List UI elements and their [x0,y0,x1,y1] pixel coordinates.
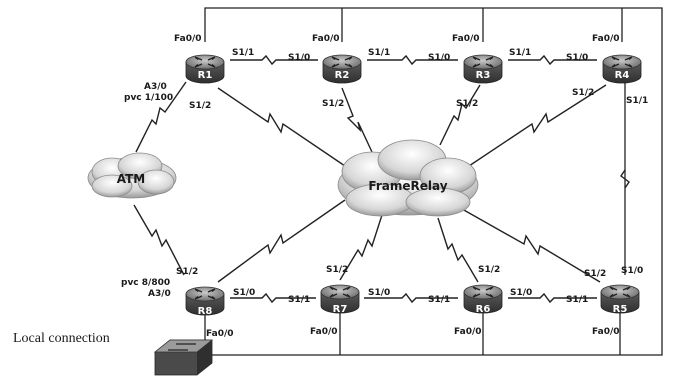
r8-s10-label: S1/0 [233,288,255,298]
interface-labels: Fa0/0 S1/1 A3/0 pvc 1/100 S1/2 Fa0/0 S1/… [121,34,648,339]
ethernet-links [200,7,663,356]
atm-cloud-label: ATM [117,172,145,186]
r2-s12-label: S1/2 [322,99,344,109]
r7-fa00-label: Fa0/0 [310,327,338,337]
r7-s12-label: S1/2 [326,265,348,275]
router-r1-label: R1 [198,70,213,81]
r6-r5-serial-link [508,292,597,304]
r2-r3-serial-link [367,54,458,66]
r6-framerelay-link [437,217,479,283]
router-r1[interactable]: R1 [185,54,225,84]
r4-s10-label: S1/0 [566,53,588,63]
router-r7-label: R7 [333,304,348,315]
r4-fa00-label: Fa0/0 [592,34,620,44]
r8-fa00-label: Fa0/0 [206,329,234,339]
switch-arrows-icon [168,343,196,351]
r1-s11-label: S1/1 [232,48,254,58]
router-r8[interactable]: R8 [185,286,225,317]
r4-r5-serial-bolt [620,169,630,189]
router-r6-label: R6 [476,304,491,315]
r1-pvc-label: pvc 1/100 [124,93,173,103]
local-connection-label: Local connection [13,331,110,346]
r1-s12-label: S1/2 [189,101,211,111]
router-r5-label: R5 [613,304,628,315]
router-r5[interactable]: R5 [600,284,640,315]
r3-fa00-label: Fa0/0 [452,34,480,44]
r7-r6-serial-link [364,292,458,304]
router-r7[interactable]: R7 [320,284,360,315]
r2-s10-label: S1/0 [288,53,310,63]
router-r8-label: R8 [198,306,213,317]
r5-s11-label: S1/1 [566,295,588,305]
r6-fa00-label: Fa0/0 [454,327,482,337]
r2-framerelay-link [341,87,373,153]
r7-s10-label: S1/0 [368,288,390,298]
router-r3-label: R3 [476,70,491,81]
r1-fa00-label: Fa0/0 [174,34,202,44]
r7-framerelay-link [339,214,383,281]
r4-s11-label: S1/1 [626,96,648,106]
r3-s10-label: S1/0 [428,53,450,63]
r5-s12-label: S1/2 [584,269,606,279]
r1-r2-serial-link [230,54,318,66]
router-r2[interactable]: R2 [322,54,362,84]
router-r3[interactable]: R3 [463,54,503,84]
r1-atm-link [135,81,187,153]
r2-s11-label: S1/1 [368,48,390,58]
router-r6[interactable]: R6 [463,284,503,315]
r6-s11-label: S1/1 [428,295,450,305]
local-switch[interactable] [153,339,214,376]
r6-s10-label: S1/0 [510,288,532,298]
r3-r4-serial-link [508,54,597,66]
router-r2-label: R2 [335,70,350,81]
router-r4[interactable]: R4 [602,54,642,84]
r2-fa00-label: Fa0/0 [312,34,340,44]
r8-pvc-label: pvc 8/800 [121,278,170,288]
router-r4-label: R4 [615,70,630,81]
r1-a30-label: A3/0 [144,82,167,92]
r4-framerelay-link [459,84,607,173]
r3-framerelay-link [439,84,481,146]
r4-s12-label: S1/2 [572,88,594,98]
r5-framerelay-link [454,204,601,283]
serial-links [133,54,630,304]
top-ethernet-bus [200,7,663,356]
r1-framerelay-link [217,87,346,167]
r8-framerelay-link [217,199,346,283]
framerelay-cloud: FrameRelay [337,139,479,217]
r5-fa00-label: Fa0/0 [592,327,620,337]
r3-s12-label: S1/2 [456,99,478,109]
r7-s11-label: S1/1 [288,295,310,305]
atm-cloud: ATM [87,152,177,199]
r8-atm-link [133,204,185,276]
r5-s10-label: S1/0 [621,266,643,276]
r8-a30-label: A3/0 [148,289,171,299]
r8-s12-label: S1/2 [176,267,198,277]
r8-r7-serial-link [230,292,316,304]
r6-s12-label: S1/2 [478,265,500,275]
r3-s11-label: S1/1 [509,48,531,58]
framerelay-cloud-label: FrameRelay [368,179,447,193]
